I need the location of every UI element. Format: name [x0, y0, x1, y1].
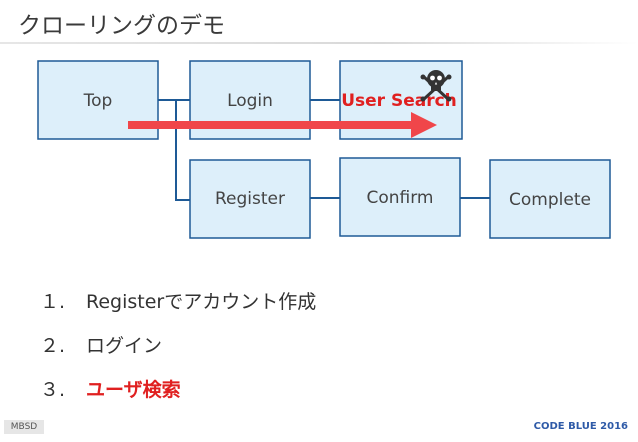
- node-complete: Complete: [489, 159, 611, 239]
- skull-crossbones-icon: [420, 70, 452, 102]
- node-register-label: Register: [215, 189, 285, 209]
- node-confirm-label: Confirm: [366, 188, 433, 208]
- node-user-search-label: User Search: [341, 91, 457, 111]
- steps-list: １. Registerでアカウント作成 ２. ログイン ３. ユーザ検索: [40, 278, 316, 410]
- node-confirm: Confirm: [339, 157, 461, 237]
- footer-event-name: CODE BLUE 2016: [533, 421, 628, 432]
- node-complete-label: Complete: [509, 190, 591, 210]
- connectors: [158, 99, 490, 201]
- step-item: ２. ログイン: [40, 322, 316, 366]
- step-number: ２.: [40, 334, 66, 357]
- step-text: ユーザ検索: [86, 378, 181, 401]
- node-login-label: Login: [227, 91, 273, 111]
- step-number: １.: [40, 290, 66, 313]
- step-text: Registerでアカウント作成: [86, 290, 317, 313]
- node-top-label: Top: [83, 91, 113, 111]
- connector-top-register: [175, 100, 190, 201]
- slide-title: クローリングのデモ: [18, 13, 225, 39]
- step-item: １. Registerでアカウント作成: [40, 278, 316, 322]
- step-item: ３. ユーザ検索: [40, 366, 316, 410]
- step-number: ３.: [40, 378, 66, 401]
- title-divider: [0, 42, 638, 44]
- footer-org-badge: MBSD: [4, 420, 44, 434]
- step-text: ログイン: [86, 334, 163, 357]
- crawl-arrow: [128, 112, 437, 138]
- node-register: Register: [189, 159, 311, 239]
